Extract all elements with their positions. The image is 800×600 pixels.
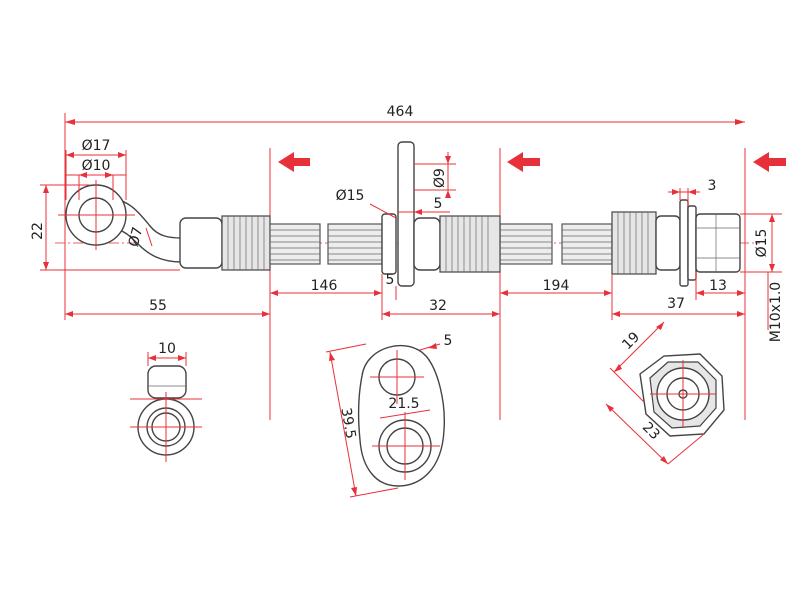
dim-eye-height: 22: [30, 184, 180, 271]
detail-bracket-plate: [357, 344, 446, 487]
dim-bracket-thickness: 5: [398, 196, 450, 215]
svg-text:146: 146: [311, 278, 338, 294]
detail-eye-side-view: [130, 365, 202, 462]
hose-segment-4: [561, 223, 613, 265]
banjo-eye-fitting: [58, 180, 183, 263]
section-lines: [64, 113, 746, 420]
dim-thread: M10x1.0: [767, 272, 784, 342]
svg-text:55: 55: [149, 298, 167, 314]
left-crimp-ferrule: [179, 215, 271, 271]
dim-segment-b: 32: [381, 298, 500, 320]
svg-text:37: 37: [667, 296, 685, 312]
direction-arrow-3: [753, 152, 786, 172]
dim-eye-inner: Ø10: [66, 158, 126, 200]
svg-text:Ø15: Ø15: [754, 229, 770, 258]
dim-plate-length: 39.5: [325, 343, 399, 498]
svg-text:5: 5: [444, 333, 453, 349]
hose-segment-3: [499, 223, 553, 265]
svg-text:Ø10: Ø10: [82, 158, 111, 174]
svg-text:13: 13: [709, 278, 727, 294]
dim-fitting-length: 13: [695, 272, 745, 300]
dim-segment-c: 194: [500, 274, 613, 300]
dim-plate-hole-offset: 5: [419, 333, 453, 351]
svg-text:5: 5: [434, 196, 443, 212]
dim-fitting-offset: 37: [611, 296, 745, 320]
direction-arrow-2: [507, 152, 540, 172]
detail-hex-fitting: [639, 353, 725, 437]
svg-text:3: 3: [708, 178, 717, 194]
direction-arrow-1: [278, 152, 310, 172]
dim-bracket-offset: 5: [386, 272, 397, 300]
dim-segment-a: 146: [270, 274, 383, 300]
svg-text:5: 5: [386, 272, 395, 288]
svg-text:194: 194: [543, 278, 570, 294]
dim-bracket-hole: Ø9: [414, 152, 456, 198]
svg-text:22: 22: [30, 222, 46, 240]
svg-text:Ø17: Ø17: [82, 138, 111, 154]
svg-text:39.5: 39.5: [337, 407, 358, 440]
svg-text:M10x1.0: M10x1.0: [768, 282, 784, 342]
svg-text:Ø7: Ø7: [126, 225, 147, 248]
dim-plate-hole-spacing: 21.5: [379, 396, 431, 419]
right-end-fitting: [611, 199, 741, 287]
svg-text:Ø15: Ø15: [336, 188, 365, 204]
dim-text-464: 464: [387, 104, 414, 120]
svg-text:32: 32: [429, 298, 447, 314]
svg-text:Ø9: Ø9: [432, 168, 448, 188]
svg-text:21.5: 21.5: [388, 396, 419, 412]
dim-overall-length: 464: [65, 104, 745, 125]
hose-segment-2: [327, 223, 383, 265]
svg-text:10: 10: [158, 341, 176, 357]
middle-bracket-fitting: [381, 141, 501, 287]
svg-text:19: 19: [619, 329, 643, 353]
hose-segment-1: [269, 223, 321, 265]
dim-fitting-thickness: 3: [668, 178, 716, 206]
dim-eye-width: 10: [147, 341, 187, 366]
dim-bend: Ø7: [126, 225, 153, 249]
dim-fitting-dia: Ø15: [740, 213, 782, 273]
dim-first-offset: 55: [65, 298, 270, 317]
dim-bracket-collar: Ø15: [336, 188, 397, 219]
